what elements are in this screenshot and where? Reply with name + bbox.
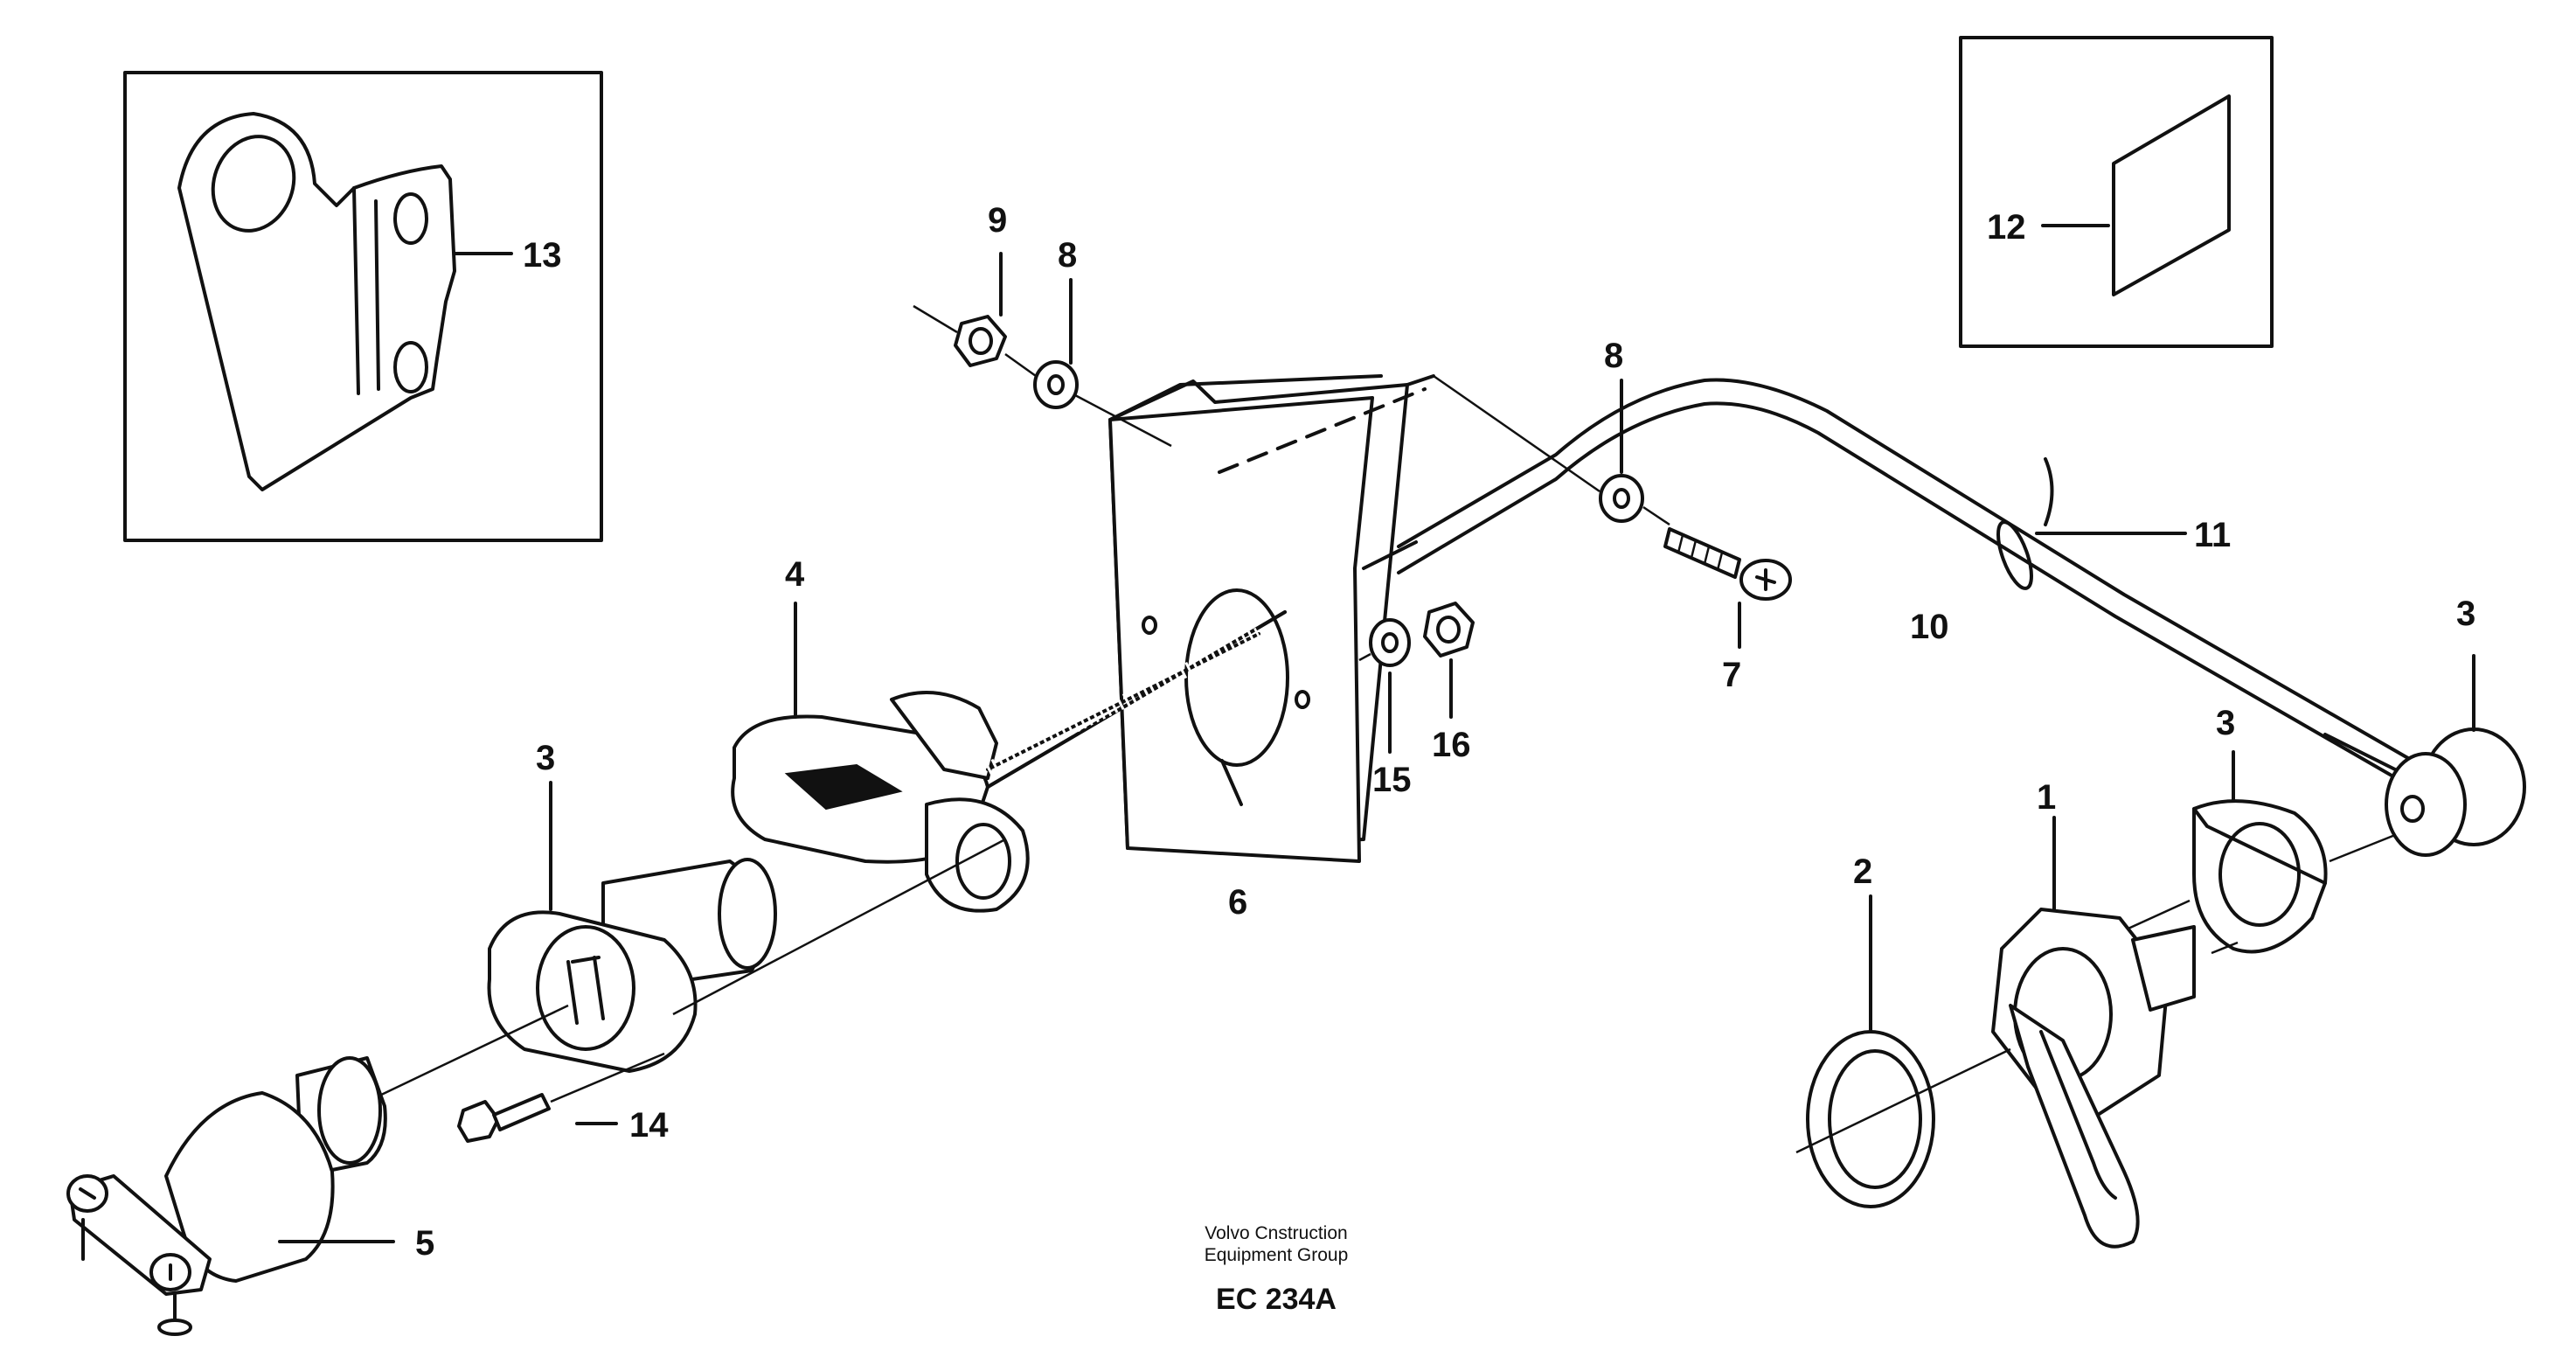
callout-9: 9 xyxy=(988,201,1007,240)
callout-14: 14 xyxy=(629,1106,669,1145)
inset-bracket-13 xyxy=(123,71,603,542)
washer-8-right xyxy=(1433,374,1670,526)
callout-13: 13 xyxy=(523,236,562,275)
nut-9 xyxy=(913,252,1007,367)
callout-3-middle: 3 xyxy=(2216,704,2235,742)
socket-3-left xyxy=(375,781,1006,1099)
nut-16 xyxy=(1423,602,1475,719)
gasket-2 xyxy=(1795,894,2011,1208)
callout-8-left: 8 xyxy=(1058,236,1077,275)
footer-company-line2: Equipment Group xyxy=(1205,1245,1349,1265)
inset-decal-12 xyxy=(1959,36,2274,348)
callout-5: 5 xyxy=(415,1224,434,1263)
callout-2: 2 xyxy=(1853,852,1872,891)
socket-3-right xyxy=(2385,654,2526,857)
plate-top-slots xyxy=(1218,387,1427,474)
callout-6: 6 xyxy=(1228,883,1247,922)
plug-5 xyxy=(66,1056,395,1336)
washer-15 xyxy=(1358,618,1411,754)
drawing-code: EC 234A xyxy=(1216,1283,1337,1316)
callout-12: 12 xyxy=(1987,208,2026,247)
callout-1: 1 xyxy=(2037,778,2056,817)
screw-14 xyxy=(457,1052,665,1143)
washer-8-left xyxy=(1004,278,1172,448)
callout-10: 10 xyxy=(1910,608,1949,646)
connector-1 xyxy=(1991,816,2239,1249)
cable-10 xyxy=(986,378,2414,789)
callout-11: 11 xyxy=(2194,516,2231,554)
clip-3-middle xyxy=(2093,750,2396,954)
callout-7: 7 xyxy=(1722,656,1741,694)
callout-3-left: 3 xyxy=(536,739,555,777)
callout-4: 4 xyxy=(785,555,805,594)
screw-7 xyxy=(1663,527,1792,649)
threaded-rod xyxy=(984,627,1262,776)
cable-tie-11 xyxy=(1996,457,2187,590)
callout-8-right: 8 xyxy=(1604,337,1623,375)
mounting-plate-6 xyxy=(1108,374,1435,863)
callout-3-right: 3 xyxy=(2456,595,2475,633)
footer-company-line1: Volvo Cnstruction xyxy=(1205,1223,1347,1243)
callout-15: 15 xyxy=(1372,761,1412,799)
socket-4 xyxy=(731,602,1030,913)
callout-16: 16 xyxy=(1432,726,1471,764)
